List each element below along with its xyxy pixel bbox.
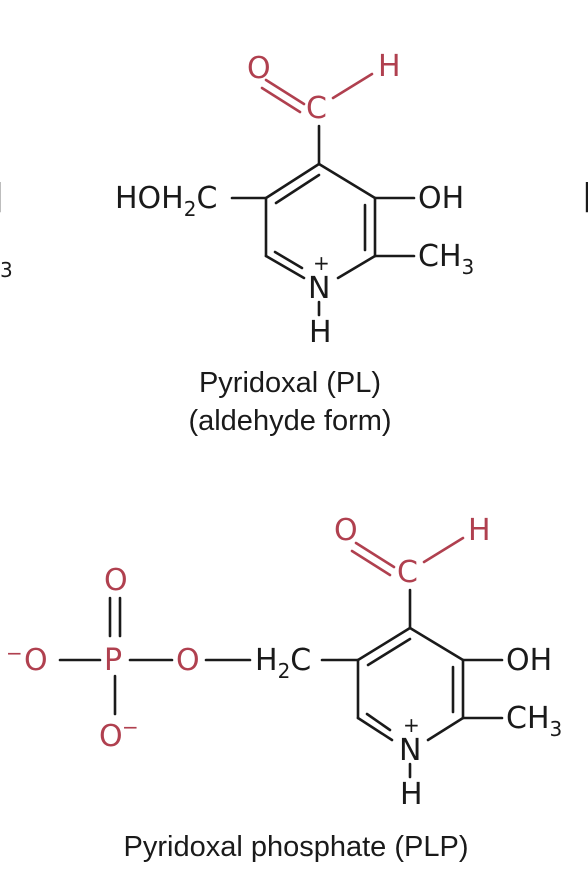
pl-carbonyl-oxygen: O xyxy=(247,51,271,86)
plp-methyl: CH3 xyxy=(506,701,562,741)
plp-ring-nitrogen: N xyxy=(399,733,421,768)
plp-methyl-main: CH xyxy=(506,701,550,736)
pl-ring-bond-c2-n xyxy=(336,254,377,280)
plp-ring-bond-c5-c4 xyxy=(356,626,412,662)
pl-hydroxymethyl-c: C xyxy=(196,181,217,216)
pl-methyl-main: CH xyxy=(418,239,462,274)
pl-ring-nitrogen-charge: + xyxy=(313,251,330,275)
edge-fragment-left-bottom: 3 xyxy=(0,258,13,282)
pl-hydroxymethyl: HOH2C xyxy=(115,181,217,221)
pl-carbonyl-double-bond-a xyxy=(264,78,306,106)
plp-ring-bond-c4-c3 xyxy=(408,626,465,662)
plp-caption: Pyridoxal phosphate (PLP) xyxy=(124,831,469,863)
pl-caption-line2: (aldehyde form) xyxy=(188,405,391,437)
plp-methylene: H2C xyxy=(255,643,311,683)
plp-carbonyl-double-bond-b xyxy=(350,549,392,577)
plp-ring-bond-n-c6 xyxy=(356,716,394,742)
plp-aldehyde-carbon: C xyxy=(397,555,418,590)
pl-hydroxymethyl-hoh: HOH xyxy=(115,181,184,216)
pl-aldehyde-hydrogen: H xyxy=(378,49,401,84)
plp-methylene-c: C xyxy=(290,643,311,678)
plp-left-oxygen-charge: − xyxy=(6,641,23,665)
pl-ring-bond-n-c6-inner xyxy=(273,250,304,270)
plp-structure: O H C OH CH3 H2C O P − O O O xyxy=(6,513,562,863)
plp-carbonyl-double-bond-a xyxy=(354,541,396,569)
pl-aldehyde-carbon: C xyxy=(306,91,327,126)
edge-fragment-right: | xyxy=(582,178,588,213)
plp-methylene-h: H xyxy=(255,643,278,678)
pl-methyl: CH3 xyxy=(418,239,474,279)
pl-structure: O H C OH CH3 HOH2C + N H Pyridoxal (PL) … xyxy=(115,49,474,437)
plp-ring-bond-n-c6-inner xyxy=(365,712,392,732)
pl-ring-bond-c5-c4-inner xyxy=(274,173,321,205)
pl-ring-bond-c5-c4 xyxy=(264,162,321,200)
plp-hydroxyl: OH xyxy=(506,643,552,678)
pl-ring-nitrogen: N xyxy=(308,271,330,306)
pl-n-hydrogen: H xyxy=(309,315,332,350)
pl-carbonyl-double-bond-b xyxy=(260,86,302,114)
plp-carbonyl-oxygen: O xyxy=(334,513,358,548)
plp-bottom-oxygen: O xyxy=(99,719,123,754)
plp-ring-bond-c5-c4-inner xyxy=(366,637,412,667)
pl-hydroxyl: OH xyxy=(418,181,464,216)
plp-top-oxygen: O xyxy=(104,563,128,598)
plp-phosphorus: P xyxy=(104,643,122,678)
plp-methyl-sub: 3 xyxy=(550,717,563,741)
pl-caption-line1: Pyridoxal (PL) xyxy=(199,367,381,399)
pl-aldehyde-h-bond xyxy=(331,72,374,100)
plp-bridge-oxygen: O xyxy=(176,643,200,678)
edge-fragment-left-top: | xyxy=(0,178,4,213)
plp-n-hydrogen: H xyxy=(400,777,423,812)
pl-methyl-sub: 3 xyxy=(462,255,475,279)
plp-methylene-sub: 2 xyxy=(278,659,291,683)
plp-bottom-oxygen-charge: − xyxy=(122,715,139,739)
plp-aldehyde-hydrogen: H xyxy=(468,513,491,548)
plp-aldehyde-h-bond xyxy=(422,536,465,564)
plp-ring-nitrogen-charge: + xyxy=(403,713,420,737)
plp-left-oxygen: O xyxy=(24,643,48,678)
pl-hydroxymethyl-sub: 2 xyxy=(184,197,197,221)
plp-ring-bond-c2-n xyxy=(426,716,465,742)
pl-ring-bond-c4-c3 xyxy=(317,162,377,200)
pl-ring-bond-n-c6 xyxy=(264,254,306,280)
